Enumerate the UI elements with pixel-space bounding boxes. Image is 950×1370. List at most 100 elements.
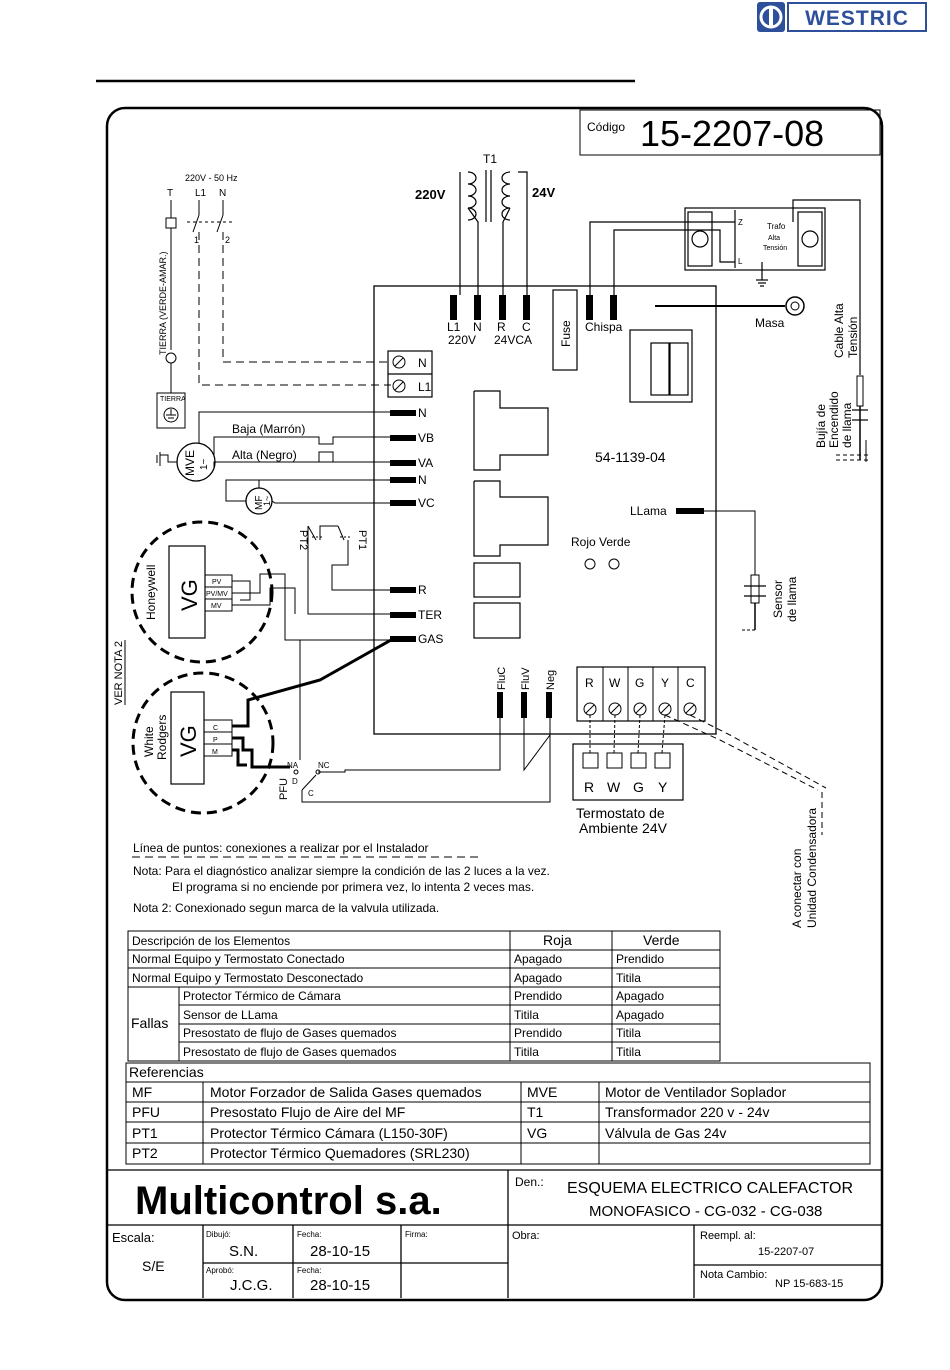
status-roja: Apagado	[514, 971, 562, 985]
pt1-switch	[337, 525, 345, 541]
honeywell-mv: MV	[211, 603, 222, 610]
ref-desc-2: Motor de Ventilador Soplador	[605, 1084, 787, 1100]
term-llama	[676, 508, 704, 514]
white-rodgers-vg-label: VG	[176, 725, 201, 757]
ref-code-2: VG	[527, 1125, 547, 1141]
fault-roja: Titila	[514, 1045, 539, 1059]
ref-code-1: PT2	[132, 1145, 158, 1161]
nota-cambio-value: NP 15-683-15	[775, 1278, 843, 1290]
t1-primary-label: 220V	[415, 187, 446, 202]
term-r-top	[499, 295, 506, 320]
fault-row: Presostato de flujo de Gases quemados Pr…	[183, 1026, 641, 1040]
term-n-motor	[390, 410, 416, 416]
thermostat-y: Y	[658, 779, 668, 795]
llama-label: LLama	[630, 504, 667, 518]
fecha-value-1: 28-10-15	[310, 1243, 370, 1260]
reference-row: MF Motor Forzador de Salida Gases quemad…	[132, 1084, 787, 1100]
pt1-label: PT1	[356, 530, 368, 550]
board-block-3	[473, 562, 521, 598]
status-roja: Apagado	[514, 952, 562, 966]
status-desc: Normal Equipo y Termostato Desconectado	[132, 971, 364, 985]
nota-cambio-label: Nota Cambio:	[700, 1269, 767, 1281]
thermostat-title-1: Termostato de	[576, 805, 665, 821]
board-code: 54-1139-04	[595, 449, 666, 465]
spark-plug-icon	[856, 375, 864, 407]
term-vc-label: VC	[418, 496, 435, 510]
board-term-g-label: G	[635, 676, 644, 690]
terminal-n-label: N	[219, 188, 226, 199]
den-line-1: ESQUEMA ELECTRICO CALEFACTOR	[567, 1180, 853, 1197]
screw-n	[392, 355, 406, 369]
term-n-motor-label: N	[418, 406, 427, 420]
fault-desc: Presostato de flujo de Gases quemados	[183, 1026, 396, 1040]
term-fluc-label: FluC	[496, 667, 508, 690]
term-n-mf-label: N	[418, 473, 427, 487]
board-term-r-label: R	[585, 676, 594, 690]
ref-desc-2: Transformador 220 v - 24v	[605, 1104, 769, 1120]
wr-c: C	[213, 725, 218, 732]
chispa-label: Chispa	[585, 320, 623, 334]
term-vb	[390, 435, 416, 441]
references-table	[125, 1062, 871, 1165]
term-vb-label: VB	[418, 431, 434, 445]
den-label: Den.:	[515, 1175, 544, 1189]
term-chispa-2	[610, 295, 617, 320]
references-title: Referencias	[129, 1064, 204, 1080]
den-line-2: MONOFASICO - CG-032 - CG-038	[589, 1203, 822, 1220]
board-term-c-label: C	[686, 676, 695, 690]
status-row: Normal Equipo y Termostato Conectado Apa…	[132, 952, 664, 966]
honeywell-label: Honeywell	[144, 565, 158, 620]
pt2-switch	[307, 525, 317, 541]
fault-roja: Prendido	[514, 989, 562, 1003]
fault-roja: Titila	[514, 1008, 539, 1022]
thermostat-w: W	[607, 779, 621, 795]
trafo-text-1: Trafo	[767, 222, 786, 231]
status-table	[127, 930, 721, 1062]
status-verde: Prendido	[616, 952, 664, 966]
supply-label: 220V - 50 Hz	[185, 173, 238, 183]
thermostat-r: R	[584, 779, 594, 795]
codigo-value: 15-2207-08	[640, 113, 824, 154]
fuse-box	[552, 289, 578, 371]
fault-desc: Presostato de flujo de Gases quemados	[183, 1045, 396, 1059]
bujia-1: Bujía de	[814, 404, 828, 448]
cable-alta-1: Cable Alta	[832, 303, 846, 358]
board-block-2	[473, 480, 549, 557]
ref-desc-1: Motor Forzador de Salida Gases quemados	[210, 1084, 482, 1100]
fallas-label: Fallas	[131, 1015, 168, 1031]
dibujo-value: S.N.	[229, 1243, 258, 1260]
terminal-t-label: T	[167, 188, 173, 199]
condensing-unit-link	[664, 714, 827, 835]
leds-label: Rojo Verde	[571, 535, 631, 549]
codigo-label: Código	[587, 120, 625, 134]
reference-row: PFU Presostato Flujo de Aire del MF T1 T…	[132, 1104, 769, 1120]
trafo-alta-tension: Trafo Alta Tensión Z L	[589, 199, 861, 375]
honeywell-pvmv: PV/MV	[206, 591, 228, 598]
ref-code-2: T1	[527, 1104, 544, 1120]
flame-sensor: Sensor de llama	[740, 574, 799, 631]
reempl-label: Reempl. al:	[700, 1230, 756, 1242]
screw-l1-label: L1	[418, 380, 432, 394]
status-verde: Titila	[616, 971, 641, 985]
term-neg	[546, 692, 552, 718]
earth-icon	[163, 407, 179, 423]
flame-sensor-icon	[750, 574, 760, 604]
note-dotted: Línea de puntos: conexiones a realizar p…	[133, 841, 429, 855]
earth-terminal	[165, 217, 177, 229]
masa-label: Masa	[755, 316, 785, 330]
pfu-d: D	[292, 777, 298, 786]
term-r-top-label: R	[497, 320, 506, 334]
aprobo-label: Aprobó:	[206, 1266, 234, 1275]
term-220v-label: 220V	[448, 333, 476, 347]
room-thermostat: R W G Y Termostato de Ambiente 24V	[572, 714, 684, 836]
fecha-label-1: Fecha:	[297, 1230, 321, 1239]
escala-label: Escala:	[112, 1230, 155, 1245]
motors: MVE 1~ Baja (Marrón) Alta (Negro) MF 1~	[156, 411, 391, 515]
term-va	[390, 460, 416, 466]
t1-label: T1	[483, 152, 497, 166]
fault-verde: Titila	[616, 1026, 641, 1040]
ref-desc-1: Protector Térmico Cámara (L150-30F)	[210, 1125, 448, 1141]
fault-row: Sensor de LLama Titila Apagado	[183, 1008, 664, 1022]
thermostat-g: G	[633, 779, 644, 795]
